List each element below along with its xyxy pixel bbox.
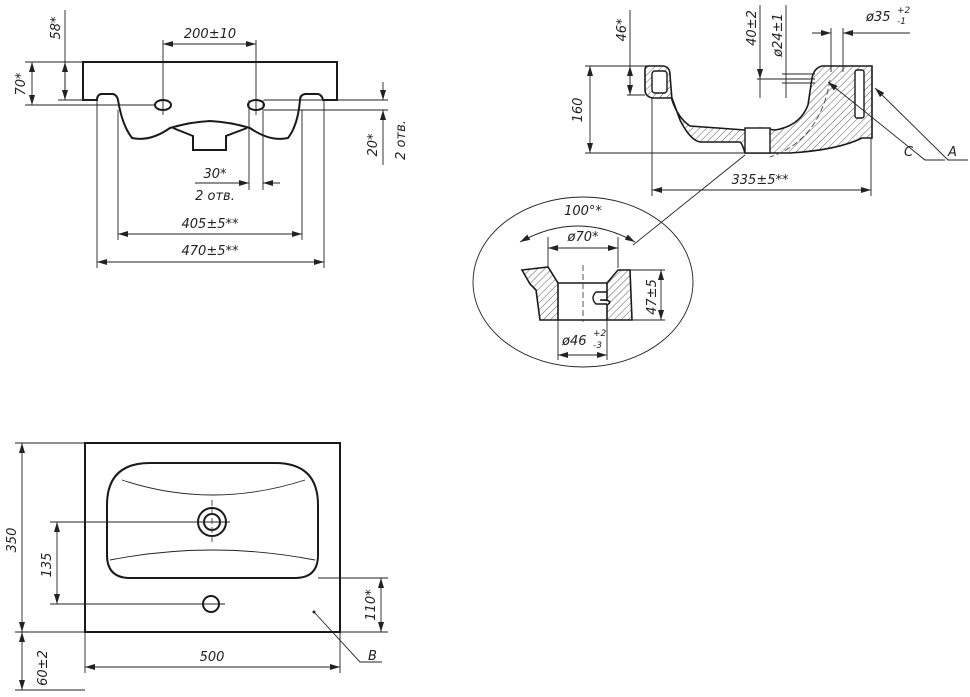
dim-47: 47±5 — [645, 279, 660, 315]
detail-drain — [558, 282, 607, 321]
front-view: 200±10 58* 70* 20* 2 отв. 30* 2 отв. 405… — [14, 10, 409, 268]
side-section-view: 46* 40±2 ø24±1 ø35 +2 -1 160 335±5** C A — [571, 5, 968, 246]
dim-35-tol-upper: +2 — [897, 6, 911, 16]
dim-405: 405±5** — [182, 217, 239, 232]
basin-outline — [106, 462, 319, 579]
front-view-outline — [82, 61, 338, 140]
side-section-wall — [644, 65, 873, 154]
dim-135: 135 — [40, 553, 55, 578]
label-a: A — [947, 145, 957, 160]
drain-neck — [744, 127, 771, 154]
dim-35-tol-lower: -1 — [897, 17, 906, 27]
detail-circle — [472, 196, 694, 368]
dim-46-tol-lower: -3 — [593, 341, 602, 351]
dim-70: 70* — [14, 72, 29, 96]
dim-angle-100: 100°* — [564, 204, 602, 219]
dim-hole-spacing: 200±10 — [184, 27, 236, 42]
dim-110: 110* — [364, 589, 379, 621]
dim-2-holes-right: 2 отв. — [394, 120, 409, 160]
dim-2-holes-bottom: 2 отв. — [195, 189, 235, 204]
dim-40: 40±2 — [745, 10, 760, 46]
dim-46: 46* — [615, 18, 630, 42]
dim-diameter-70: ø70* — [567, 230, 599, 245]
dim-470: 470±5** — [182, 244, 239, 259]
dim-160: 160 — [571, 98, 586, 123]
overflow-channel-left — [651, 70, 668, 94]
basin-lower-curve — [109, 549, 316, 561]
dim-350: 350 — [5, 528, 20, 553]
overflow-channel-right — [854, 69, 865, 119]
drain-outlet — [172, 127, 248, 151]
dim-46-tol-upper: +2 — [593, 329, 607, 339]
detail-right-wall — [599, 269, 633, 321]
hidden-line — [769, 79, 831, 158]
detail-view: 100°* ø70* 47±5 ø46 +2 -3 — [472, 196, 694, 368]
dim-35: ø35 — [865, 10, 891, 25]
basin-upper-curve — [121, 479, 306, 496]
dim-diameter-46: ø46 — [561, 334, 587, 349]
dim-30: 30* — [203, 167, 227, 182]
dim-335: 335±5** — [732, 173, 789, 188]
dim-24: ø24±1 — [771, 13, 786, 58]
top-view: 350 135 110* 60±2 500 B — [5, 442, 388, 691]
dim-500: 500 — [200, 650, 225, 665]
dim-58: 58* — [49, 16, 64, 40]
label-b: B — [368, 649, 377, 664]
dim-60: 60±2 — [36, 650, 51, 686]
top-view-outline — [84, 442, 341, 633]
detail-left-wall — [520, 266, 559, 321]
dim-20: 20* — [366, 133, 381, 157]
label-c: C — [904, 145, 914, 160]
